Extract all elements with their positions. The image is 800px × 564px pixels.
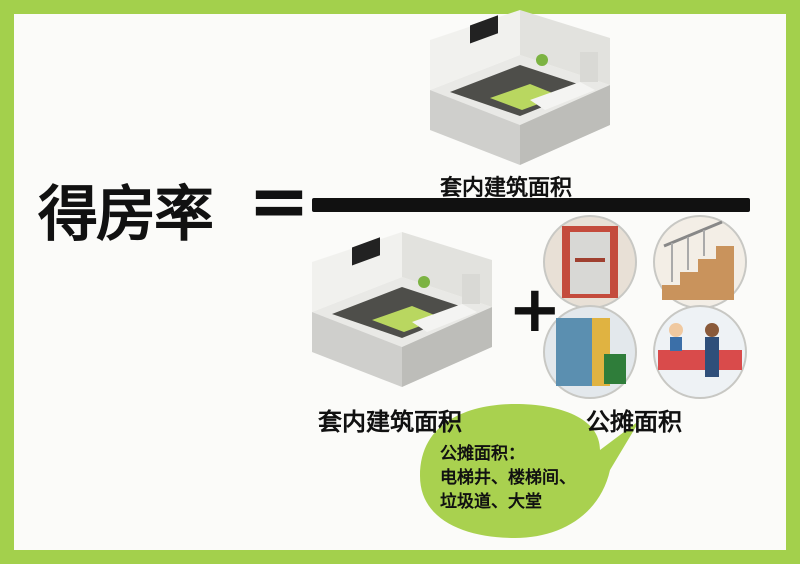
callout-text: 公摊面积： 电梯井、楼梯间、 垃圾道、大堂 xyxy=(440,442,576,514)
room-illustration-denominator xyxy=(312,232,492,387)
speech-bubble xyxy=(420,404,640,538)
numerator-label: 套内建筑面积 xyxy=(440,176,573,201)
lobby-image xyxy=(653,305,747,399)
garbage-chute-image xyxy=(543,305,637,399)
equals-sign: = xyxy=(248,158,311,244)
denominator-label-interior: 套内建筑面积 xyxy=(318,408,462,436)
staircase-image xyxy=(653,215,747,309)
callout-line-1: 公摊面积： xyxy=(440,444,525,464)
room-illustration-numerator xyxy=(430,10,610,165)
formula-lhs: 得房率 xyxy=(38,180,214,250)
callout-line-3: 垃圾道、大堂 xyxy=(440,492,542,512)
callout-line-2: 电梯井、楼梯间、 xyxy=(440,468,576,488)
plus-sign: + xyxy=(508,273,562,347)
denominator-label-shared: 公摊面积 xyxy=(586,408,682,436)
fraction-bar xyxy=(312,198,750,212)
